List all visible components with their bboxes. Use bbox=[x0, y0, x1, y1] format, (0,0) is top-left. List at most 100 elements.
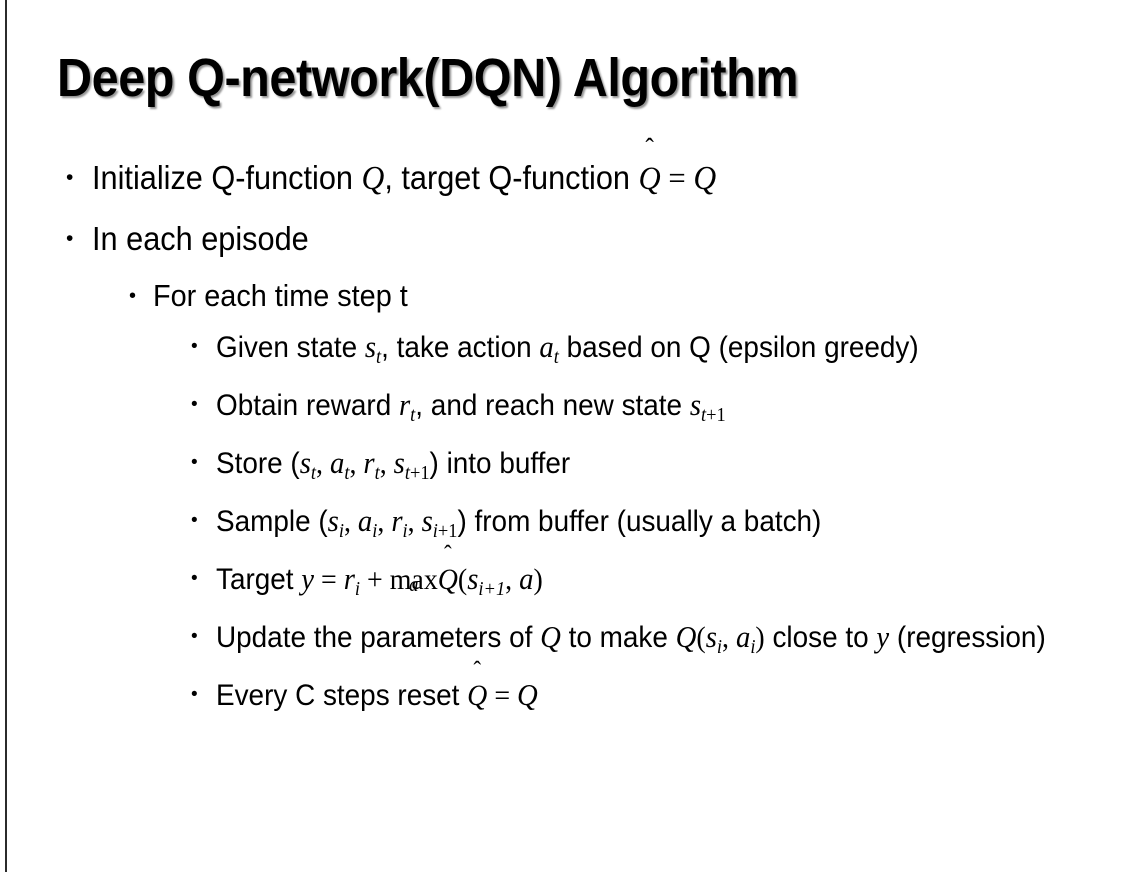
math-paren-close: ) bbox=[755, 620, 765, 654]
bullet-marker-icon: • bbox=[191, 625, 198, 647]
bullet-marker-icon: • bbox=[191, 567, 198, 589]
math-subscript-t: t bbox=[374, 461, 380, 484]
bullet-item-each-time-step: • For each time step t bbox=[0, 269, 1124, 323]
text-fragment: ) from buffer (usually a batch) bbox=[457, 504, 822, 538]
page-title: Deep Q-network(DQN) Algorithm bbox=[57, 48, 799, 108]
max-underscript: a bbox=[409, 573, 419, 596]
math-subscript-t: t bbox=[410, 403, 416, 426]
bullet-marker-icon: • bbox=[129, 285, 137, 307]
math-a: a bbox=[357, 502, 373, 538]
math-q2: Q bbox=[517, 676, 538, 712]
bullet-item-given-state: • Given state st, take action at based o… bbox=[0, 323, 1124, 381]
bullet-text: Given state st, take action at based on … bbox=[216, 323, 1060, 381]
math-subscript-t-plus-1: t+1 bbox=[701, 404, 726, 426]
math-s2: s bbox=[421, 502, 433, 538]
bullet-item-each-episode: • In each episode bbox=[0, 209, 1124, 269]
math-s: s bbox=[689, 386, 702, 422]
math-subscript-i: i bbox=[716, 635, 722, 658]
math-comma: , bbox=[316, 446, 330, 480]
math-s2: s bbox=[393, 444, 405, 480]
math-subscript-i: i bbox=[402, 519, 408, 542]
math-r: r bbox=[391, 502, 403, 538]
sub-index: t bbox=[404, 461, 410, 484]
math-subscript-i: i bbox=[750, 635, 756, 658]
math-a: a bbox=[329, 444, 345, 480]
bullet-text: Update the parameters of Q to make Q(si,… bbox=[216, 613, 1060, 671]
math-r: r bbox=[398, 386, 411, 422]
math-comma: , bbox=[721, 620, 736, 654]
math-subscript-i-plus-1: i+1 bbox=[478, 577, 506, 600]
bullet-text: Initialize Q-function Q, target Q-functi… bbox=[92, 148, 1022, 209]
math-a: a bbox=[735, 618, 751, 654]
math-q: Q bbox=[540, 618, 561, 654]
math-symbol: Q bbox=[437, 562, 458, 596]
math-paren-open: ( bbox=[457, 562, 468, 596]
math-subscript-i: i bbox=[354, 577, 361, 600]
bullet-text: Sample (si, ai, ri, si+1) from buffer (u… bbox=[216, 497, 1060, 555]
text-fragment: Initialize Q-function bbox=[92, 159, 362, 196]
max-label: max bbox=[389, 562, 438, 596]
text-fragment: ) into buffer bbox=[429, 446, 571, 480]
math-equals: = bbox=[487, 678, 518, 712]
math-r: r bbox=[363, 444, 375, 480]
bullet-item-reset-target: • Every C steps reset ̂Q = Q bbox=[0, 671, 1124, 719]
text-fragment: Update the parameters of bbox=[216, 620, 541, 654]
text-fragment: (regression) bbox=[889, 620, 1046, 654]
bullet-text: Obtain reward rt, and reach new state st… bbox=[216, 381, 1060, 439]
sub-offset: +1 bbox=[409, 461, 430, 484]
bullet-text: Store (st, at, rt, st+1) into buffer bbox=[216, 439, 1060, 497]
bullet-marker-icon: • bbox=[191, 509, 198, 531]
bullet-text: In each episode bbox=[92, 220, 309, 257]
text-fragment: Every C steps reset bbox=[216, 678, 468, 712]
bullet-item-update-parameters: • Update the parameters of Q to make Q(s… bbox=[0, 613, 1124, 671]
math-q2: Q bbox=[675, 618, 697, 654]
slide-left-border bbox=[5, 0, 7, 872]
bullet-text: Every C steps reset ̂Q = Q bbox=[216, 671, 1060, 719]
math-subscript-i: i bbox=[372, 519, 378, 542]
bullet-marker-icon: • bbox=[191, 451, 198, 473]
text-fragment: close to bbox=[764, 620, 877, 654]
math-subscript-t: t bbox=[344, 461, 350, 484]
math-s: s bbox=[364, 329, 377, 364]
bullet-marker-icon: • bbox=[66, 166, 74, 189]
text-fragment: based on Q (epsilon greedy) bbox=[558, 331, 919, 364]
math-q-hat: ̂Q bbox=[438, 556, 458, 603]
text-fragment: Obtain reward bbox=[216, 388, 399, 422]
math-comma: , bbox=[343, 504, 358, 538]
bullet-text: Target y = ri + maxâQ(si+1, a) bbox=[216, 555, 1060, 613]
bullet-text: For each time step t bbox=[153, 278, 408, 313]
bullet-marker-icon: • bbox=[191, 683, 198, 705]
math-symbol: Q bbox=[638, 161, 661, 197]
math-subscript-i: i bbox=[338, 519, 344, 542]
bullet-item-target-equation: • Target y = ri + maxâQ(si+1, a) bbox=[0, 555, 1124, 613]
math-q: Q bbox=[361, 160, 385, 197]
math-subscript-t-plus-1: t+1 bbox=[405, 462, 430, 484]
math-comma: , bbox=[505, 562, 520, 596]
text-fragment: , take action bbox=[381, 331, 540, 364]
math-subscript-i-plus-1: i+1 bbox=[433, 520, 458, 542]
math-equals: = bbox=[660, 161, 694, 197]
math-paren-close: ) bbox=[533, 562, 543, 596]
bullet-item-obtain-reward: • Obtain reward rt, and reach new state … bbox=[0, 381, 1124, 439]
math-subscript-t: t bbox=[553, 345, 559, 368]
math-s: s bbox=[467, 560, 479, 596]
text-fragment: to make bbox=[560, 620, 676, 654]
math-a: a bbox=[519, 560, 534, 596]
math-q2: Q bbox=[693, 160, 717, 197]
sub-offset: +1 bbox=[706, 403, 726, 426]
math-plus: + bbox=[360, 562, 390, 596]
math-y: y bbox=[876, 618, 890, 654]
text-fragment: Store ( bbox=[216, 446, 300, 480]
math-equals: = bbox=[314, 562, 344, 596]
sub-offset: +1 bbox=[437, 519, 458, 542]
text-fragment: , and reach new state bbox=[415, 388, 690, 422]
math-s: s bbox=[327, 502, 339, 538]
bullet-item-store-transition: • Store (st, at, rt, st+1) into buffer bbox=[0, 439, 1124, 497]
math-paren-open: ( bbox=[696, 620, 706, 654]
text-fragment: Given state bbox=[216, 331, 365, 364]
bullet-item-initialize: • Initialize Q-function Q, target Q-func… bbox=[0, 148, 1124, 209]
math-subscript-t: t bbox=[376, 345, 382, 368]
bullet-marker-icon: • bbox=[66, 227, 74, 250]
